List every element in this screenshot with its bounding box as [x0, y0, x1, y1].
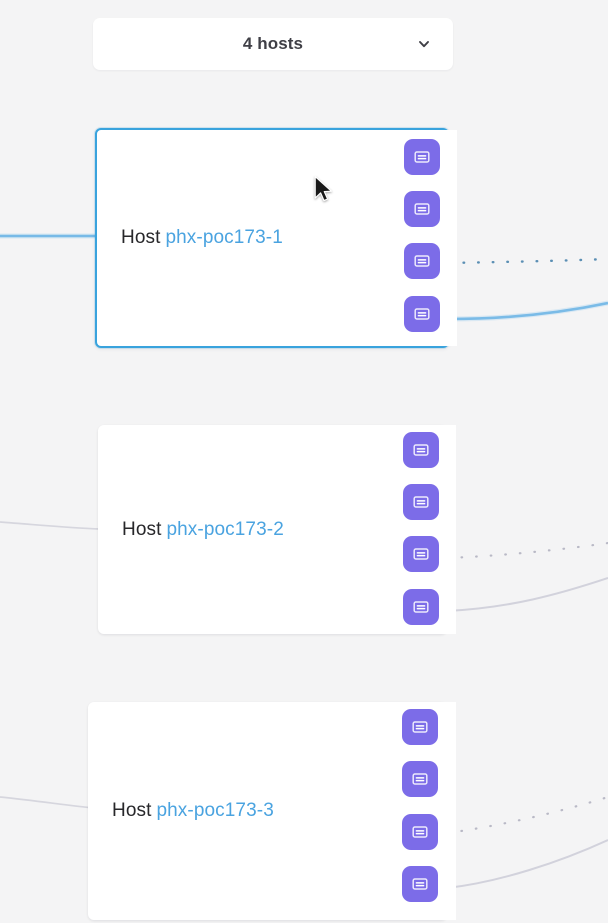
edge-out-host-2-dotted [445, 541, 608, 560]
list-card-icon [414, 151, 430, 163]
list-card-icon [412, 773, 428, 785]
host-card-prefix: Host [121, 227, 161, 248]
list-card-icon [412, 721, 428, 733]
list-card-icon-button[interactable] [403, 432, 439, 468]
edge-out-host-3-solid [446, 839, 608, 889]
chevron-down-icon[interactable] [417, 37, 431, 51]
list-card-icon-button[interactable] [402, 866, 438, 902]
host-card-prefix: Host [112, 800, 152, 821]
list-card-icon [413, 548, 429, 560]
list-card-icon-button[interactable] [404, 139, 440, 175]
list-card-icon-button[interactable] [404, 243, 440, 279]
list-card-icon [414, 308, 430, 320]
list-card-icon [413, 444, 429, 456]
list-card-icon [412, 878, 428, 890]
list-card-icon-button[interactable] [402, 814, 438, 850]
list-card-icon-button[interactable] [403, 536, 439, 572]
list-card-icon [413, 601, 429, 613]
edge-out-host-2-solid [446, 577, 608, 612]
host-card-prefix: Host [122, 518, 162, 540]
list-card-icon-button[interactable] [402, 761, 438, 797]
host-card-hostname[interactable]: phx-poc173-3 [156, 800, 274, 821]
list-card-icon-button[interactable] [404, 296, 440, 332]
edge-out-host-1-dotted [447, 257, 608, 265]
list-card-icon [414, 203, 430, 215]
edge-out-host-1-solid [448, 301, 608, 321]
edge-out-host-3-dotted [445, 795, 608, 835]
list-card-icon-button[interactable] [404, 191, 440, 227]
list-card-icon [412, 826, 428, 838]
host-card-hostname[interactable]: phx-poc173-1 [165, 227, 283, 248]
edge-out-host-1-solid-glow [448, 300, 608, 322]
host-card-hostname[interactable]: phx-poc173-2 [166, 518, 284, 540]
list-card-icon [414, 255, 430, 267]
list-card-icon-button[interactable] [402, 709, 438, 745]
list-card-icon-button[interactable] [403, 484, 439, 520]
list-card-icon-button[interactable] [403, 589, 439, 625]
edge-in-host-2 [0, 521, 101, 530]
host-count-label: 4 hosts [242, 34, 304, 53]
edge-in-host-3 [0, 796, 95, 809]
host-count-dropdown[interactable]: 4 hosts [93, 18, 453, 70]
list-card-icon [413, 496, 429, 508]
